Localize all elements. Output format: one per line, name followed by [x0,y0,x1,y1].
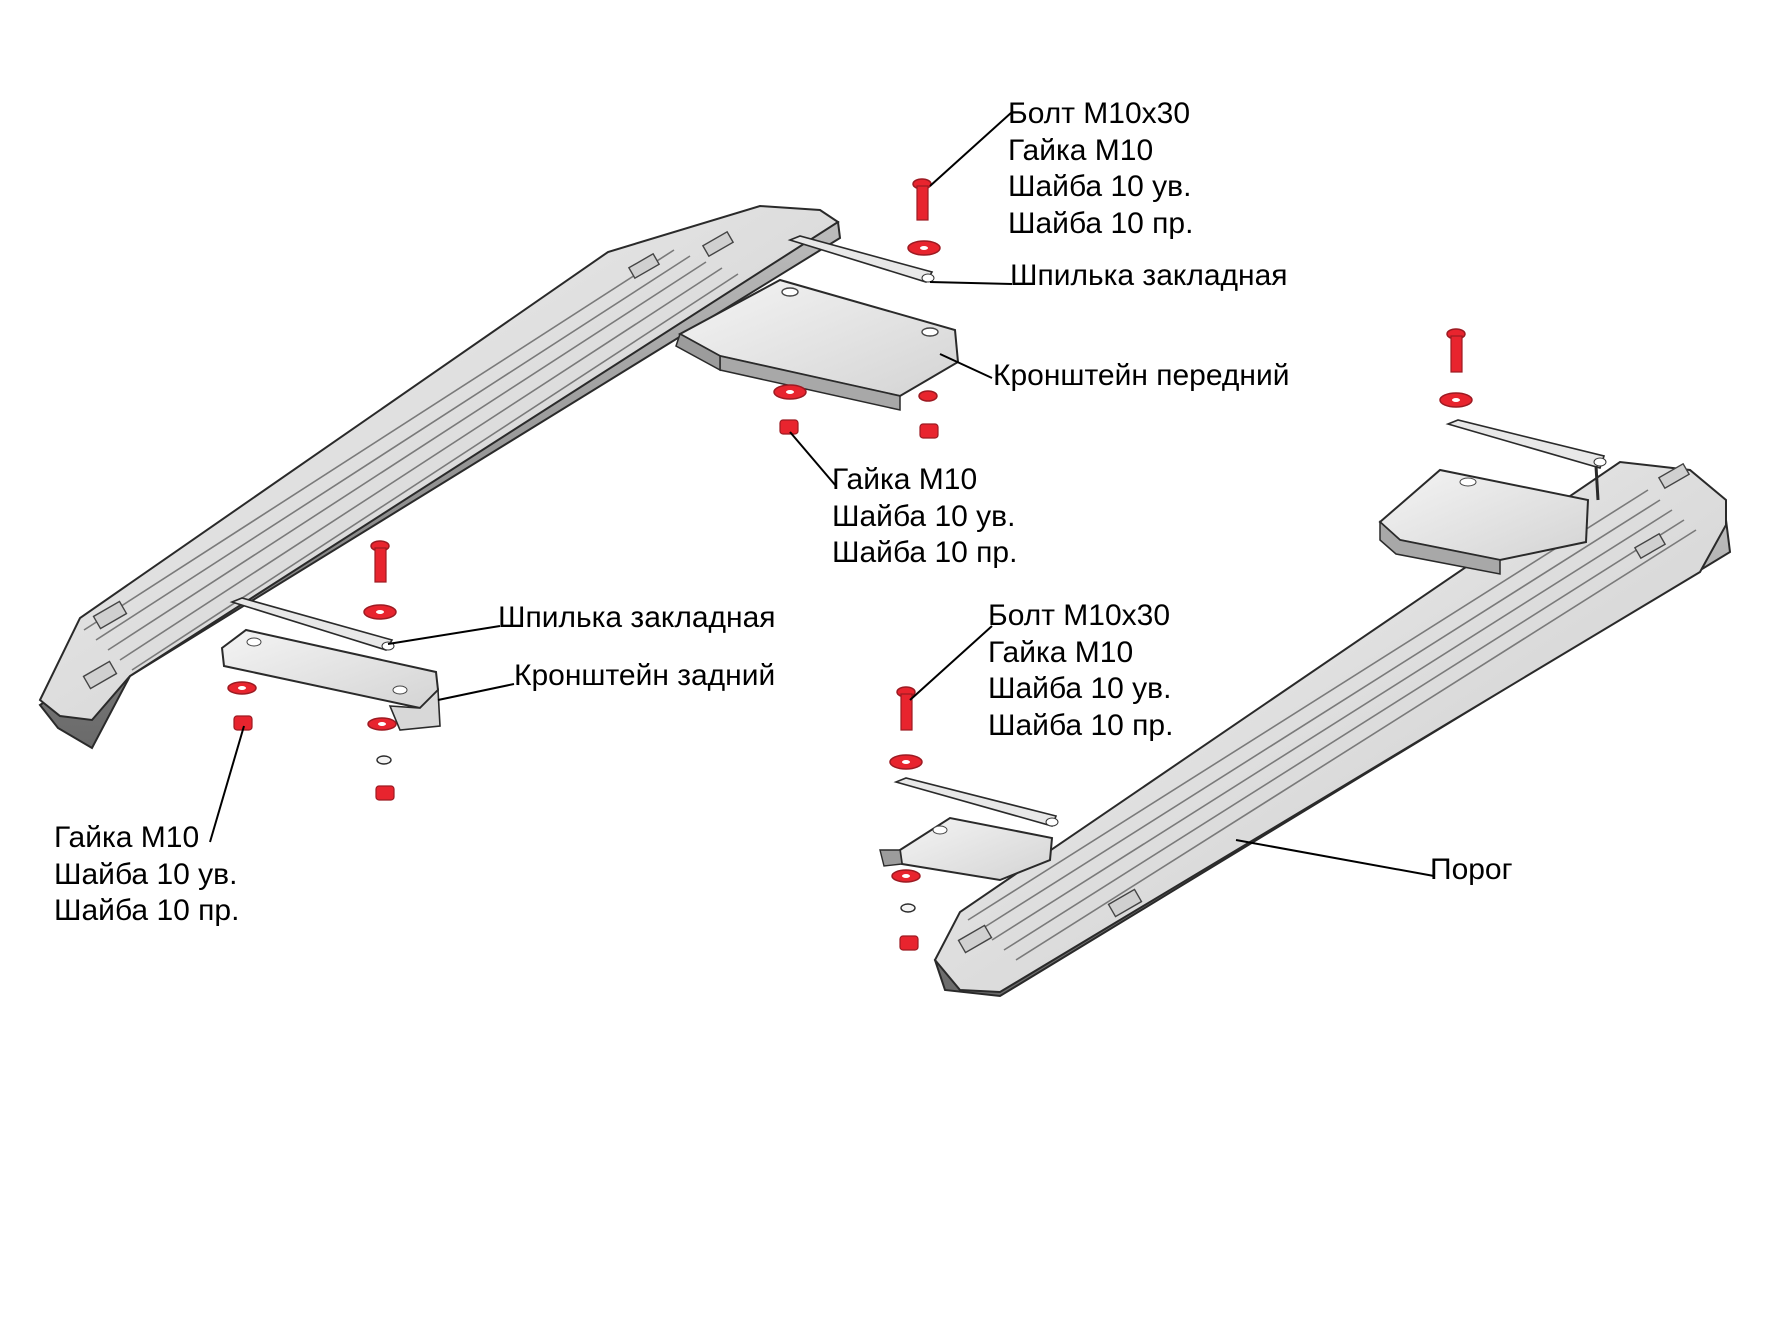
rear-nut-b-icon [375,785,395,801]
label-front-nut-line3: Шайба 10 пр. [832,536,1018,569]
right-front-stud [1445,419,1607,501]
front-bracket-washer-b-icon [918,390,938,402]
label-rear-nut-line1: Гайка М10 [54,821,200,854]
front-bracket-nut-b-icon [919,423,939,439]
rear-bolt-icon [370,540,390,583]
label-front-bolt-line2: Гайка М10 [1008,133,1154,167]
leader-front-nut-set [789,431,837,487]
label-rear-nut-line2: Шайба 10 ув. [54,857,238,891]
label-right-bolt-line1: Болт М10х30 [988,599,1171,632]
right-sill-top [933,460,1727,994]
left-sill-grooves [83,249,739,671]
left-sill-top [38,204,840,722]
right-sill [933,460,1732,998]
label-rear-nut-set: Гайка М10 Шайба 10 ув. Шайба 10 пр. [54,820,239,930]
right-sill-end-caps [957,462,1691,954]
right-rear-stud [893,777,1059,827]
leader-front-bolt-set [929,111,1013,187]
label-rear-stud: Шпилька закладная [498,600,776,637]
fasteners [227,178,1473,951]
right-rear-nut-icon [899,935,919,951]
front-bolt-icon [912,178,932,221]
label-front-bracket: Кронштейн передний [993,358,1289,395]
label-sill: Порог [1430,852,1513,889]
label-right-bolt-set: Болт М10х30 Гайка М10 Шайба 10 ув. Шайба… [988,598,1173,744]
leader-rear-stud [387,625,501,645]
label-front-bracket-text: Кронштейн передний [993,359,1290,392]
right-sill-grooves [967,489,1697,961]
front-bracket-nut-a-icon [779,419,799,435]
label-right-bolt-line3: Шайба 10 ув. [988,672,1172,705]
rear-bracket [220,628,441,731]
right-front-bolt-icon [1446,328,1466,373]
label-front-bolt-line1: Болт М10х30 [1008,97,1191,130]
label-front-nut-line2: Шайба 10 ув. [832,499,1016,533]
right-rear-washer-c-icon [900,903,916,913]
label-rear-bracket-text: Кронштейн задний [514,659,776,692]
left-sill-end-caps [82,230,735,690]
label-front-nut-line1: Гайка М10 [832,463,978,496]
label-front-nut-set: Гайка М10 Шайба 10 ув. Шайба 10 пр. [832,462,1017,572]
leader-front-stud [929,281,1013,285]
front-stud [787,235,935,283]
label-front-bolt-line4: Шайба 10 пр. [1008,206,1194,240]
right-rear-bolt-icon [896,686,916,731]
label-front-stud: Шпилька закладная [1010,258,1288,295]
right-rear-bracket [879,816,1054,882]
label-rear-stud-text: Шпилька закладная [498,601,776,634]
label-front-bolt-line3: Шайба 10 ув. [1008,170,1192,203]
leader-front-bracket [939,353,993,379]
label-rear-nut-line3: Шайба 10 пр. [54,894,240,927]
label-front-stud-text: Шпилька закладная [1010,259,1288,292]
label-front-bolt-set: Болт М10х30 Гайка М10 Шайба 10 ув. Шайба… [1008,96,1193,242]
leader-rear-bracket [437,683,515,701]
leader-lines [209,111,1435,877]
label-right-bolt-line2: Гайка М10 [988,635,1134,669]
leader-sill [1235,839,1435,877]
leader-right-bolt-set [909,625,993,701]
label-right-bolt-line4: Шайба 10 пр. [988,708,1174,742]
rear-washer-c-icon [376,755,392,765]
label-sill-text: Порог [1430,853,1513,886]
left-sill [38,204,842,750]
leader-rear-nut-set [209,725,245,843]
label-rear-bracket: Кронштейн задний [514,658,775,695]
right-front-bracket [1378,468,1590,575]
